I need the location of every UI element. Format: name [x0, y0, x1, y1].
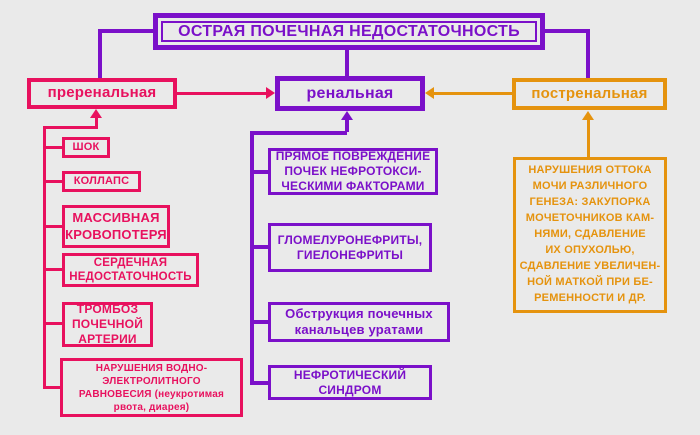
postrenal-item-urine-outflow: НАРУШЕНИЯ ОТТОКА МОЧИ РАЗЛИЧНОГО ГЕНЕЗА:…	[513, 157, 667, 313]
prerenal-item-label: КОЛЛАПС	[73, 174, 130, 187]
prerenal-stub-5	[43, 322, 62, 325]
connector-title-to-renal-v	[345, 50, 349, 76]
connector-postrenal-to-renal	[434, 92, 512, 95]
renal-up-line	[345, 120, 349, 132]
prerenal-stub-3	[43, 225, 62, 228]
postrenal-up-line	[587, 120, 590, 157]
prerenal-item-thrombosis: ТРОМБОЗ ПОЧЕЧНОЙ АРТЕРИИ	[62, 302, 153, 347]
renal-stub-1	[250, 170, 268, 174]
renal-stub-2	[250, 245, 268, 249]
renal-stub-4	[250, 381, 268, 385]
renal-up-arrowhead	[341, 111, 353, 120]
renal-item-nephrotoxic: ПРЯМОЕ ПОВРЕЖДЕНИЕ ПОЧЕК НЕФРОТОКСИ- ЧЕС…	[268, 148, 438, 195]
branch-prerenal-label: преренальная	[47, 84, 157, 102]
connector-prerenal-to-renal	[177, 92, 267, 95]
renal-item-nephrotic-syndrome: НЕФРОТИЧЕСКИЙ СИНДРОМ	[268, 365, 432, 400]
renal-trunk-top-h	[250, 131, 347, 135]
title-inner-frame: ОСТРАЯ ПОЧЕЧНАЯ НЕДОСТАТОЧНОСТЬ	[161, 21, 537, 42]
renal-item-label: ГЛОМЕЛУРОНЕФРИТЫ, ГИЕЛОНЕФРИТЫ	[277, 232, 423, 262]
prerenal-trunk	[43, 126, 46, 389]
prerenal-trunk-top-h	[43, 126, 98, 129]
branch-renal: ренальная	[275, 76, 425, 111]
prerenal-item-electrolyte: НАРУШЕНИЯ ВОДНО- ЭЛЕКТРОЛИТНОГО РАВНОВЕС…	[60, 358, 243, 417]
prerenal-item-label: НАРУШЕНИЯ ВОДНО- ЭЛЕКТРОЛИТНОГО РАВНОВЕС…	[78, 362, 225, 413]
renal-stub-3	[250, 320, 268, 324]
branch-postrenal: постренальная	[512, 78, 667, 110]
diagram-title: ОСТРАЯ ПОЧЕЧНАЯ НЕДОСТАТОЧНОСТЬ	[178, 22, 520, 40]
prerenal-item-collapse: КОЛЛАПС	[62, 171, 141, 192]
postrenal-to-renal-arrowhead	[425, 87, 434, 99]
prerenal-item-label: ТРОМБОЗ ПОЧЕЧНОЙ АРТЕРИИ	[71, 302, 144, 346]
branch-prerenal: преренальная	[27, 78, 177, 109]
renal-trunk	[250, 131, 254, 383]
renal-item-label: Обструкция почечных канальцев уратами	[285, 305, 433, 337]
renal-item-label: НЕФРОТИЧЕСКИЙ СИНДРОМ	[293, 367, 407, 397]
postrenal-up-arrowhead	[582, 111, 594, 120]
prerenal-stub-2	[43, 180, 62, 183]
renal-item-obstruction: Обструкция почечных канальцев уратами	[268, 302, 450, 342]
renal-item-glomerulonephritis: ГЛОМЕЛУРОНЕФРИТЫ, ГИЕЛОНЕФРИТЫ	[268, 223, 432, 272]
branch-postrenal-label: постренальная	[531, 84, 648, 102]
prerenal-item-label: СЕРДЕЧНАЯ НЕДОСТАТОЧНОСТЬ	[69, 256, 192, 283]
prerenal-item-label: МАССИВНАЯ КРОВОПОТЕРЯ	[65, 210, 167, 242]
connector-title-to-prerenal-h	[98, 29, 155, 33]
prerenal-item-label: ШОК	[72, 140, 100, 153]
postrenal-item-label: НАРУШЕНИЯ ОТТОКА МОЧИ РАЗЛИЧНОГО ГЕНЕЗА:…	[519, 164, 661, 304]
branch-renal-label: ренальная	[306, 84, 394, 102]
title-box: ОСТРАЯ ПОЧЕЧНАЯ НЕДОСТАТОЧНОСТЬ	[153, 13, 545, 50]
prerenal-stub-4	[43, 268, 62, 271]
prerenal-to-renal-arrowhead	[266, 87, 275, 99]
prerenal-item-heart-failure: СЕРДЕЧНАЯ НЕДОСТАТОЧНОСТЬ	[62, 253, 199, 287]
connector-title-to-postrenal-h	[543, 29, 590, 33]
prerenal-item-shock: ШОК	[62, 137, 110, 158]
renal-item-label: ПРЯМОЕ ПОВРЕЖДЕНИЕ ПОЧЕК НЕФРОТОКСИ- ЧЕС…	[275, 149, 431, 193]
prerenal-stub-6	[43, 386, 60, 389]
prerenal-stub-1	[43, 146, 62, 149]
prerenal-up-arrowhead	[90, 109, 102, 118]
connector-title-to-prerenal-v	[98, 29, 102, 78]
prerenal-item-blood-loss: МАССИВНАЯ КРОВОПОТЕРЯ	[62, 205, 170, 248]
prerenal-up-line	[95, 118, 98, 129]
connector-title-to-postrenal-v	[586, 29, 590, 78]
